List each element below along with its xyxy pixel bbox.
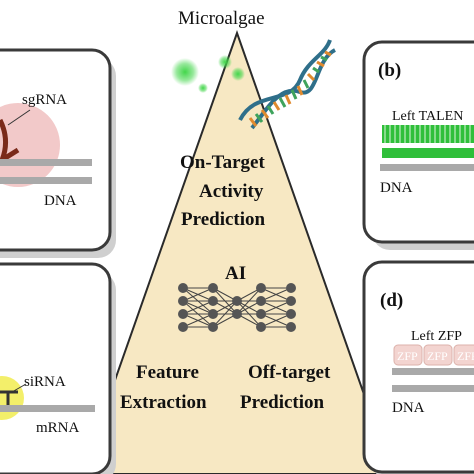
dna-helix-icon bbox=[238, 39, 337, 130]
off-target-line-1: Off-target bbox=[248, 362, 331, 383]
algae-cells-icon bbox=[171, 55, 245, 93]
neural-network-icon bbox=[178, 283, 296, 332]
panel-a: sgRNA DNA bbox=[0, 48, 116, 258]
dna-strand-d bbox=[392, 368, 474, 375]
zfp-unit-3: ZFP bbox=[457, 349, 474, 363]
off-target-line-2: Prediction bbox=[240, 392, 325, 413]
zfp-array: ZFP ZFP ZFP bbox=[393, 344, 474, 366]
on-target-line-3: Prediction bbox=[181, 209, 266, 230]
dna-label-a: DNA bbox=[44, 193, 77, 209]
panel-b-tag: (b) bbox=[378, 60, 401, 81]
zfp-unit-1: ZFP bbox=[397, 349, 418, 363]
dna-strand-b bbox=[380, 164, 474, 171]
mrna-strand bbox=[0, 405, 95, 412]
sgrna-label: sgRNA bbox=[22, 92, 67, 108]
central-triangle bbox=[80, 29, 394, 474]
dna-label-b: DNA bbox=[380, 180, 413, 196]
dna-strand-d-lower bbox=[392, 385, 474, 392]
feature-line-1: Feature bbox=[136, 362, 199, 383]
zfp-unit-2: ZFP bbox=[427, 349, 448, 363]
on-target-line-1: On-Target bbox=[180, 152, 265, 173]
on-target-line-2: Activity bbox=[199, 181, 264, 202]
dna-label-d: DNA bbox=[392, 400, 425, 416]
dna-strand-bottom bbox=[0, 177, 92, 184]
panel-b: (b) Left TALEN DNA bbox=[362, 40, 474, 250]
panel-c: siRNA mRNA bbox=[0, 262, 116, 474]
dna-strand-top bbox=[0, 159, 92, 166]
feature-line-2: Extraction bbox=[120, 392, 207, 413]
talen-repeats bbox=[382, 125, 474, 158]
left-talen-label: Left TALEN bbox=[392, 109, 463, 124]
microalgae-label: Microalgae bbox=[178, 8, 265, 29]
panel-d-tag: (d) bbox=[380, 290, 403, 311]
ai-label: AI bbox=[225, 263, 246, 284]
mrna-label: mRNA bbox=[36, 420, 80, 436]
sirna-label: siRNA bbox=[24, 374, 66, 390]
panel-d: (d) Left ZFP ZFP ZFP ZFP DNA bbox=[362, 260, 474, 474]
left-zfp-label: Left ZFP bbox=[411, 329, 462, 344]
